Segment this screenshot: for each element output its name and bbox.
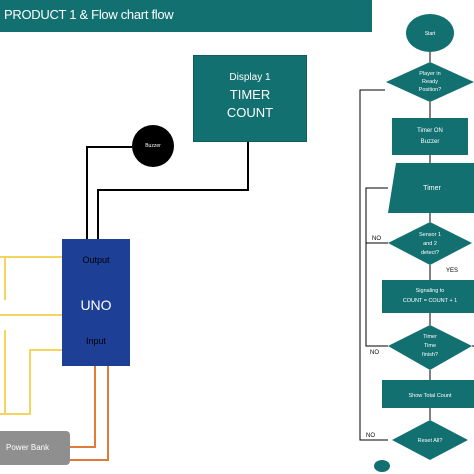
- fc-start: [406, 14, 454, 52]
- display-line-2: TIMER: [229, 87, 271, 102]
- fc-timer: [388, 163, 474, 213]
- fc-sensor-1: Sensor 1: [419, 232, 441, 238]
- fc-player-ready-2: Ready: [422, 79, 438, 85]
- fc-reset: [392, 420, 468, 460]
- fc-show-total-text: Show Total Count: [408, 393, 451, 399]
- uno-input-label: Input: [85, 336, 107, 346]
- title-bar: PRODUCT 1 & Flow chart flow: [0, 0, 372, 32]
- fc-player-ready-3: Position?: [419, 87, 442, 93]
- fc-player-ready-1: Player in: [419, 71, 440, 77]
- wire-buzzer: [86, 146, 132, 239]
- fc-label-no-3: NO: [366, 433, 375, 439]
- fc-timer-finish-2: Time: [424, 343, 436, 349]
- fc-timer-finish: [388, 325, 472, 370]
- wire-sensor-3: [0, 349, 62, 415]
- wire-power-1: [70, 366, 96, 448]
- fc-show-total: [382, 380, 474, 408]
- uno-board: Output UNO Input: [62, 239, 130, 366]
- fc-timer-on: [392, 118, 468, 155]
- fc-sensor: [388, 222, 472, 265]
- uno-output-label: Output: [82, 255, 110, 265]
- fc-timer-finish-3: finish?: [422, 352, 438, 358]
- page-title: PRODUCT 1 & Flow chart flow: [4, 7, 174, 22]
- uno-name: UNO: [80, 297, 112, 313]
- wire-power-2: [70, 366, 109, 461]
- wire-sensor-1b: [0, 256, 6, 300]
- fc-sensor-3: detect?: [421, 250, 439, 256]
- fc-reset-text: Reset All?: [418, 438, 443, 444]
- fc-end-partial: [374, 460, 390, 472]
- buzzer-circle: Buzzer: [132, 125, 174, 167]
- display-line-3: COUNT: [226, 105, 274, 120]
- fc-signaling-1: Signaling to: [416, 288, 445, 294]
- fc-timer-on-1: Timer ON: [417, 128, 443, 134]
- fc-signaling-2: COUNT = COUNT + 1: [403, 298, 458, 304]
- wire-display: [97, 142, 249, 239]
- fc-label-no-1: NO: [372, 236, 381, 242]
- fc-player-ready: [386, 62, 474, 102]
- display-line-1: Display 1: [229, 72, 271, 83]
- fc-label-yes-1: YES: [446, 268, 458, 274]
- fc-timer-finish-1: Timer: [423, 334, 437, 340]
- fc-start-text: Start: [425, 31, 436, 37]
- fc-timer-text: Timer: [423, 185, 441, 192]
- fc-sensor-2: and 2: [423, 241, 437, 247]
- fc-timer-on-2: Buzzer: [421, 139, 440, 145]
- fc-signaling: [382, 280, 474, 313]
- fc-label-no-2: NO: [370, 350, 379, 356]
- display-timer-box: Display 1 TIMER COUNT: [193, 55, 307, 142]
- power-bank: Power Bank: [0, 431, 70, 465]
